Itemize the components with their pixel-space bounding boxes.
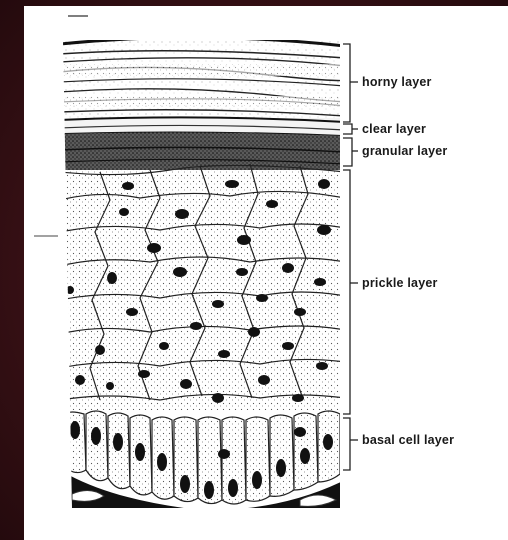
granular-layer-bracket: [343, 138, 352, 166]
prickle-layer-illustration: [60, 164, 345, 415]
clear-layer-bracket: [343, 124, 352, 134]
basal-layer-bracket: [343, 418, 350, 470]
basal-cell-layer-label: basal cell layer: [362, 433, 454, 447]
clear-layer-label: clear layer: [362, 122, 426, 136]
layer-brackets: [343, 44, 358, 470]
horny-layer-illustration: [60, 37, 358, 120]
granular-layer-label: granular layer: [362, 144, 447, 158]
prickle-layer-bracket: [343, 170, 350, 414]
horny-layer-bracket: [343, 44, 350, 122]
horny-layer-label: horny layer: [362, 75, 432, 89]
prickle-layer-label: prickle layer: [362, 276, 438, 290]
basal-layer-illustration: [60, 410, 345, 512]
